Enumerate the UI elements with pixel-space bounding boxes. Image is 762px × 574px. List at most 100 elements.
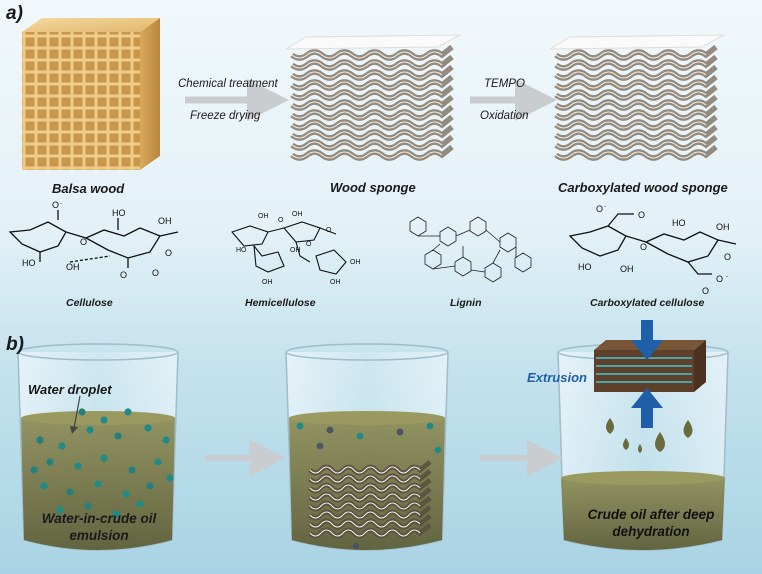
svg-text:OH: OH xyxy=(292,211,303,218)
extrusion-label: Extrusion xyxy=(527,370,587,385)
svg-text:OH: OH xyxy=(330,279,341,286)
water-droplet xyxy=(40,482,48,490)
wood-sponge-block xyxy=(284,34,461,161)
svg-text:OH: OH xyxy=(350,259,361,266)
water-droplet xyxy=(56,506,64,514)
step2-line1: TEMPO xyxy=(484,78,525,90)
water-droplet xyxy=(352,542,360,550)
step2-line2: Oxidation xyxy=(480,110,529,122)
hemicellulose-atoms: OH OH HO O O OH OH OH OH O xyxy=(236,211,361,286)
water-droplet-label: Water droplet xyxy=(28,382,112,397)
water-droplet-pointer xyxy=(70,395,81,434)
water-droplet xyxy=(58,442,66,450)
svg-text:-: - xyxy=(726,274,728,280)
step1-line2: Freeze drying xyxy=(190,110,261,122)
svg-text:O: O xyxy=(306,241,312,248)
svg-text:O: O xyxy=(638,210,645,220)
water-droplet xyxy=(356,432,364,440)
svg-text:HO: HO xyxy=(236,247,247,254)
carboxylated-cellulose-structure xyxy=(568,213,737,275)
svg-text:O: O xyxy=(278,217,284,224)
water-droplet xyxy=(86,426,94,434)
sponge-in-emulsion xyxy=(308,460,432,539)
molecule-label-lignin: Lignin xyxy=(450,297,482,309)
water-droplet xyxy=(146,482,154,490)
svg-text:OH: OH xyxy=(262,279,273,286)
water-droplet xyxy=(114,432,122,440)
panel-b-label: b) xyxy=(6,334,24,355)
water-droplet xyxy=(94,480,102,488)
water-droplet xyxy=(30,466,38,474)
svg-text:O: O xyxy=(640,242,647,252)
water-droplet xyxy=(316,442,324,450)
result-label: Crude oil after deep dehydration xyxy=(587,507,715,539)
svg-text:-: - xyxy=(60,201,62,207)
water-droplet xyxy=(74,462,82,470)
water-droplet xyxy=(128,466,136,474)
svg-text:HO: HO xyxy=(578,262,592,272)
water-droplet xyxy=(296,422,304,430)
svg-text:OH: OH xyxy=(66,262,80,272)
svg-text:O: O xyxy=(716,274,723,284)
svg-text:O: O xyxy=(120,270,127,280)
svg-text:O: O xyxy=(596,204,603,214)
water-droplet xyxy=(122,490,130,498)
svg-text:OH: OH xyxy=(158,216,172,226)
svg-text:OH: OH xyxy=(716,222,730,232)
svg-text:HO: HO xyxy=(112,208,126,218)
svg-text:O: O xyxy=(165,248,172,258)
svg-text:OH: OH xyxy=(620,264,634,274)
svg-text:O: O xyxy=(702,286,709,296)
extrusion-arrow-down-icon xyxy=(631,320,663,360)
water-droplet xyxy=(112,510,120,518)
water-droplet xyxy=(166,474,174,482)
material-label-balsa: Balsa wood xyxy=(52,181,125,196)
svg-text:O: O xyxy=(80,237,87,247)
carboxylated-sponge-block xyxy=(548,34,725,161)
water-droplet xyxy=(46,458,54,466)
water-droplet xyxy=(66,488,74,496)
water-droplet xyxy=(396,428,404,436)
water-droplet xyxy=(136,500,144,508)
svg-text:HO: HO xyxy=(672,218,686,228)
water-droplets-remaining xyxy=(296,422,442,550)
water-droplet xyxy=(36,436,44,444)
water-droplet xyxy=(426,422,434,430)
svg-text:O: O xyxy=(152,268,159,278)
hemicellulose-structure xyxy=(231,221,347,275)
water-droplet xyxy=(100,416,108,424)
emulsion-label: Water-in-crude oil emulsion xyxy=(41,511,157,543)
balsa-wood-block xyxy=(22,18,160,170)
svg-text:O: O xyxy=(326,227,332,234)
panel-a-label: a) xyxy=(6,3,23,24)
water-droplet xyxy=(162,436,170,444)
water-droplet xyxy=(84,502,92,510)
extrusion-arrow-up-icon xyxy=(631,388,663,428)
water-droplet xyxy=(124,408,132,416)
svg-text:OH: OH xyxy=(290,247,301,254)
water-droplet xyxy=(326,426,334,434)
cellulose-structure xyxy=(8,210,179,268)
material-label-carboxylated: Carboxylated wood sponge xyxy=(558,180,728,195)
molecule-label-carboxylated-cellulose: Carboxylated cellulose xyxy=(590,297,705,309)
molecule-label-cellulose: Cellulose xyxy=(66,297,113,309)
svg-text:O: O xyxy=(52,200,59,210)
water-droplet xyxy=(434,446,442,454)
svg-text:HO: HO xyxy=(22,258,36,268)
beaker-3 xyxy=(557,343,729,551)
water-droplet xyxy=(144,424,152,432)
svg-text:OH: OH xyxy=(258,213,269,220)
oil-drips xyxy=(606,418,693,453)
svg-text:-: - xyxy=(604,204,606,210)
lignin-structure xyxy=(409,216,532,283)
svg-text:O: O xyxy=(724,252,731,262)
molecule-label-hemicellulose: Hemicellulose xyxy=(245,297,316,309)
step1-line1: Chemical treatment xyxy=(178,78,278,90)
water-droplets-emulsion xyxy=(30,408,174,518)
water-droplet xyxy=(100,454,108,462)
material-label-wood-sponge: Wood sponge xyxy=(330,180,416,195)
